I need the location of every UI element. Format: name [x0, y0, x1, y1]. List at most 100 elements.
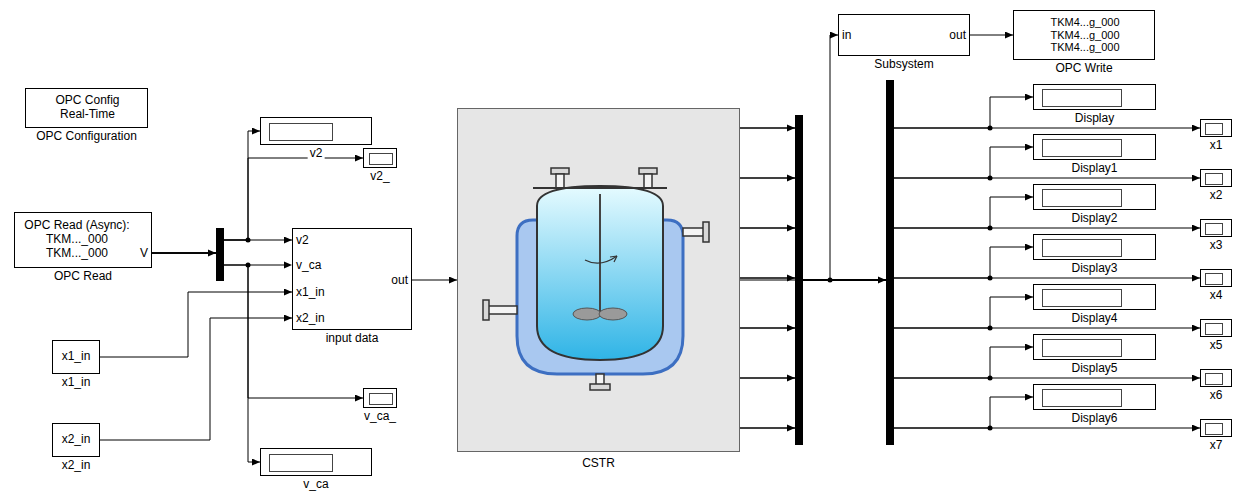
- block-text: OPC Config Real-Time: [48, 94, 128, 122]
- display-block: Display2: [1033, 184, 1156, 210]
- display-window: [1205, 223, 1223, 235]
- display-block: x6: [1200, 369, 1232, 387]
- port-label: x2_in: [296, 312, 325, 326]
- block-label: Display1: [1069, 162, 1119, 176]
- signal-line: [740, 247, 1033, 280]
- block-label: x4: [1208, 289, 1225, 303]
- display-block: x1: [1200, 119, 1232, 137]
- display-window: [1042, 89, 1122, 107]
- block-label: x1: [1208, 139, 1225, 153]
- signal-line: [740, 280, 1200, 328]
- signal-wire: [248, 265, 284, 266]
- reactor-block: CSTR: [457, 108, 740, 452]
- display-block: v_ca: [260, 448, 372, 476]
- port-label: v_ca: [296, 259, 321, 273]
- signal-line: [970, 35, 1013, 36]
- display-window: [269, 123, 333, 141]
- block-label: x6: [1208, 389, 1225, 403]
- port-label: out: [391, 274, 408, 288]
- block-label: v_ca_: [362, 410, 398, 424]
- block-label: x5: [1208, 339, 1225, 353]
- signal-line: [740, 280, 1033, 428]
- block-label: input data: [324, 332, 381, 346]
- signal-line: [740, 280, 1033, 328]
- signal-line: [100, 318, 292, 440]
- display-window: [269, 454, 333, 472]
- opc-read-block: OPC Read (Async): TKM..._000 TKM..._000V…: [14, 212, 152, 268]
- block-label: x3: [1208, 239, 1225, 253]
- block-label: OPC Configuration: [34, 130, 139, 144]
- display-block: x4: [1200, 269, 1232, 287]
- subsystem-block: inoutSubsystem: [838, 14, 970, 56]
- port-label: in: [842, 29, 851, 43]
- display-block: Display6: [1033, 384, 1156, 410]
- display-block: x3: [1200, 219, 1232, 237]
- signal-line: [740, 35, 838, 280]
- block-label: CSTR: [580, 457, 617, 471]
- display-window: [1042, 139, 1122, 157]
- display-window: [1042, 389, 1122, 407]
- arrow-head: [284, 262, 292, 269]
- block-text: x2_in: [62, 433, 91, 447]
- scope-block: v2_: [363, 148, 397, 168]
- display-block: x7: [1200, 419, 1232, 437]
- display-window: [1205, 123, 1223, 135]
- block-label: Display: [1073, 112, 1116, 126]
- block-label: Subsystem: [872, 58, 935, 72]
- cstr-panel: [457, 108, 740, 452]
- signal-line: [740, 280, 1033, 378]
- signal-line: [412, 280, 457, 281]
- block-label: v2_: [368, 170, 391, 184]
- display-window: [1042, 289, 1122, 307]
- scope-block: v_ca_: [363, 388, 397, 408]
- block-label: v_ca: [301, 478, 330, 492]
- display-window: [1205, 373, 1223, 385]
- block-label: Display5: [1069, 362, 1119, 376]
- port-label: out: [949, 29, 966, 43]
- port-label: V: [140, 247, 148, 261]
- signal-line: [740, 147, 1033, 280]
- signal-line: [740, 197, 1033, 280]
- display-block: x5: [1200, 319, 1232, 337]
- signal-line: [152, 240, 292, 253]
- display-window: [369, 153, 393, 165]
- display-window: [1205, 173, 1223, 185]
- signal-line: [740, 178, 1200, 280]
- display-window: [1205, 273, 1223, 285]
- config-block: OPC Config Real-TimeOPC Configuration: [25, 88, 148, 128]
- display-window: [1042, 339, 1122, 357]
- block-label: Display2: [1069, 212, 1119, 226]
- block-text: x1_in: [62, 350, 91, 364]
- signal-line: [740, 128, 1200, 280]
- reactor-illustration: [483, 168, 709, 390]
- signal-line: [100, 292, 292, 357]
- block-label: x7: [1208, 439, 1225, 453]
- display-block: Display: [1033, 84, 1156, 110]
- block-text: OPC Read (Async): TKM..._000 TKM..._000: [19, 219, 135, 260]
- block-label: x1_in: [60, 376, 93, 390]
- block-label: OPC Read: [52, 270, 114, 284]
- subsystem-block: v2v_cax1_inx2_inoutinput data: [292, 228, 412, 330]
- signal-line: [740, 280, 1200, 428]
- port-label: v2: [296, 234, 309, 248]
- display-block: x2: [1200, 169, 1232, 187]
- block-label: Display4: [1069, 312, 1119, 326]
- signal-line: [152, 131, 260, 253]
- block-text: TKM4...g_000 TKM4...g_000 TKM4...g_000: [1040, 16, 1130, 54]
- port-label: x1_in: [296, 286, 325, 300]
- constant-block: x1_inx1_in: [52, 340, 100, 374]
- display-window: [369, 393, 393, 405]
- display-block: Display3: [1033, 234, 1156, 260]
- display-block: v2: [260, 117, 372, 145]
- block-label: x2_in: [60, 459, 93, 473]
- display-block: Display1: [1033, 134, 1156, 160]
- display-window: [1205, 423, 1223, 435]
- display-window: [1042, 189, 1122, 207]
- opc-write-block: TKM4...g_000 TKM4...g_000 TKM4...g_000OP…: [1013, 10, 1155, 60]
- signal-line: [740, 97, 1033, 280]
- block-label: Display3: [1069, 262, 1119, 276]
- block-label: v2: [308, 147, 325, 161]
- block-label: OPC Write: [1053, 62, 1114, 76]
- constant-block: x2_inx2_in: [52, 423, 100, 457]
